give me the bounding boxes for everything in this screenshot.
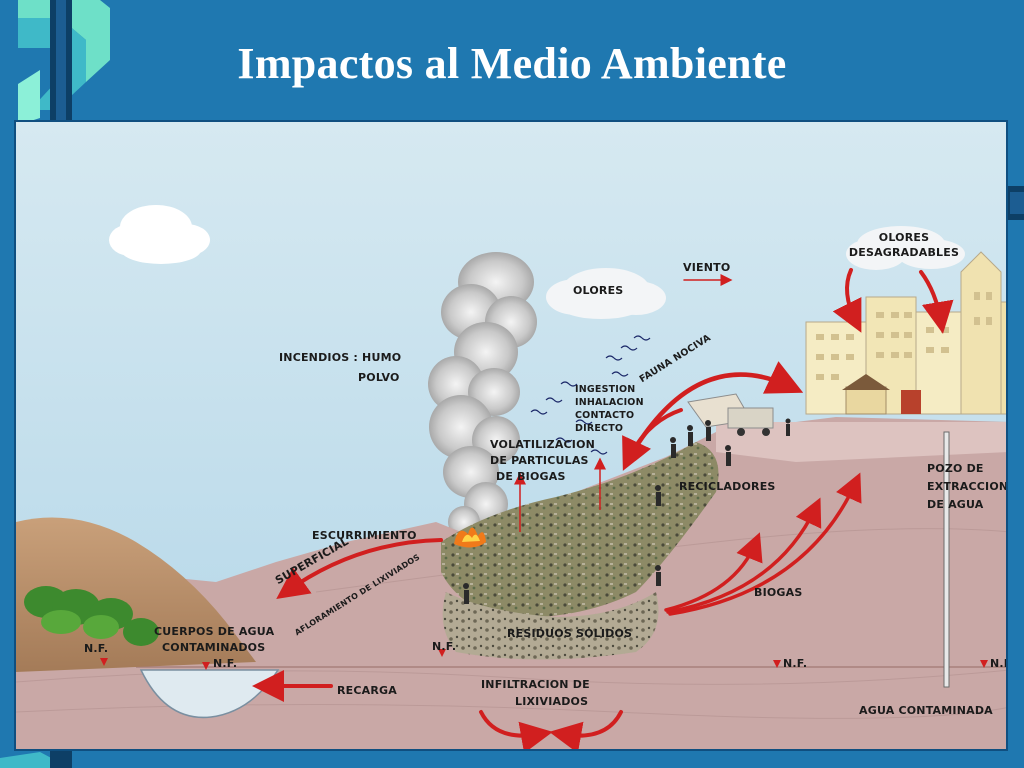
arrows: [252, 268, 954, 749]
corner-logo: [18, 0, 110, 125]
smoke-plume: [428, 252, 537, 538]
label-ingestion-1: INGESTION: [575, 384, 636, 395]
label-olores-desagradables-2: DESAGRADABLES: [848, 246, 960, 259]
recicladores-figures: [463, 418, 791, 604]
well-pipe: [943, 431, 950, 688]
biogas-volatilization: [514, 457, 606, 532]
label-volatilizacion-2: DE PARTICULAS: [490, 454, 589, 467]
biogas-arrow-2: [666, 497, 822, 614]
ingestion-arrow: [622, 408, 683, 471]
label-infiltracion-1: INFILTRACION DE: [481, 678, 590, 691]
bottom-left-decoration: [0, 748, 72, 768]
right-edge-decoration: [1006, 186, 1024, 220]
infiltracion-arrow-right: [549, 710, 623, 749]
fauna-waves: [530, 335, 651, 455]
label-ingestion-3: CONTACTO: [575, 410, 635, 421]
infiltracion-arrow-left: [479, 710, 553, 749]
label-viento: VIENTO: [683, 261, 731, 274]
label-incendios-2: POLVO: [358, 371, 400, 384]
label-pozo-3: DE AGUA: [927, 498, 984, 511]
label-recicladores: RECICLADORES: [679, 480, 776, 493]
label-agua-contaminada: AGUA CONTAMINADA: [859, 704, 993, 717]
label-biogas: BIOGAS: [754, 586, 803, 599]
olores-arrow-1: [832, 268, 862, 333]
residuos-layer: [442, 592, 659, 660]
nf-markers: [100, 649, 988, 670]
label-cuerpos-2: CONTAMINADOS: [162, 641, 266, 654]
label-residuos: RESIDUOS SOLIDOS: [507, 627, 633, 640]
slide-title: Impactos al Medio Ambiente: [237, 39, 787, 88]
label-nf-1: N.F.: [84, 642, 109, 655]
environmental-impact-diagram: OLORES OLORES DESAGRADABLES VIENTO INCEN…: [14, 120, 1008, 751]
hill: [16, 517, 256, 672]
label-nf-5: N.F.: [990, 657, 1006, 670]
label-olores: OLORES: [573, 284, 624, 297]
olores-cloud: [546, 268, 666, 319]
olores-arrow-2: [919, 270, 954, 334]
biogas-arrow-3: [668, 472, 862, 616]
label-recarga: RECARGA: [337, 684, 397, 697]
label-cuerpos-1: CUERPOS DE AGUA: [154, 625, 275, 638]
label-nf-2: N.F.: [213, 657, 238, 670]
trees: [24, 586, 159, 646]
label-infiltracion-2: LIXIVIADOS: [515, 695, 589, 708]
diagram-artwork: [16, 122, 1006, 749]
city-buildings: [805, 251, 1006, 415]
label-pozo-1: POZO DE: [927, 462, 984, 475]
label-ingestion-2: INHALACION: [575, 397, 644, 408]
label-pozo-2: EXTRACCION: [927, 480, 1008, 493]
label-volatilizacion-1: VOLATILIZACION: [490, 438, 596, 451]
olores-desagradables-cloud: [846, 226, 965, 270]
fire-icon: [454, 527, 486, 548]
label-ingestion-4: DIRECTO: [575, 423, 624, 434]
biogas-arrow-1: [664, 532, 763, 612]
label-incendios-1: INCENDIOS : HUMO: [279, 351, 402, 364]
label-escurrimiento: ESCURRIMIENTO: [312, 529, 417, 542]
label-olores-desagradables-1: OLORES: [878, 231, 930, 244]
label-nf-4: N.F.: [783, 657, 808, 670]
cloud: [109, 205, 210, 264]
label-volatilizacion-3: DE BIOGAS: [496, 470, 566, 483]
label-nf-3: N.F.: [432, 640, 457, 653]
landfill-surface: [441, 442, 719, 618]
garbage-truck: [687, 393, 774, 436]
escurrimiento-arrow: [276, 538, 443, 599]
